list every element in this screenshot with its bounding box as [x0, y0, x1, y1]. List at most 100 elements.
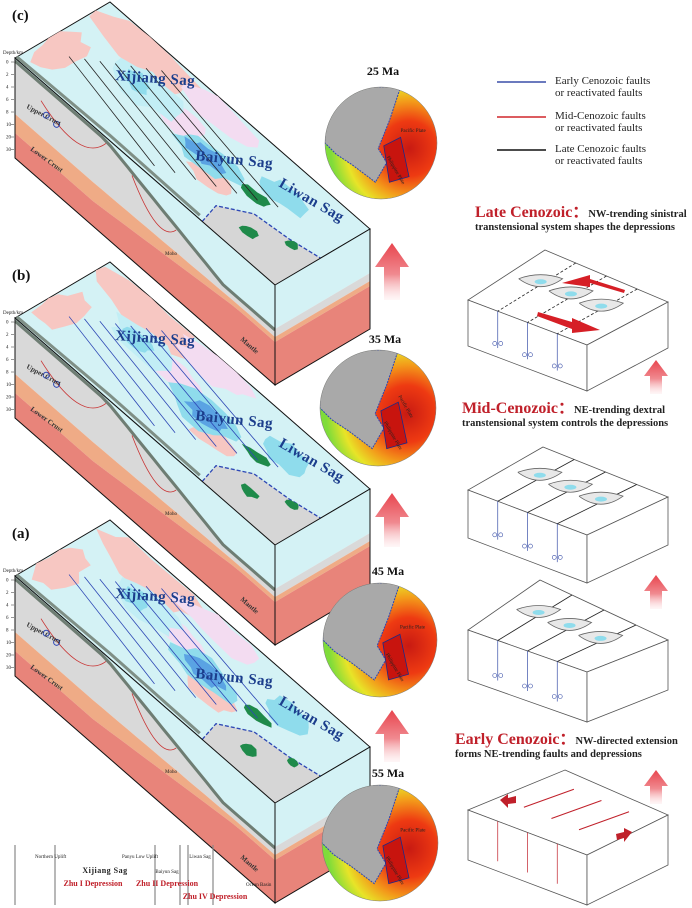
stage-heading: Early Cenozoic：NW-directed extension	[455, 731, 678, 748]
mantle-layer	[275, 286, 370, 385]
fault-line	[99, 60, 197, 180]
upward-time-arrow	[644, 360, 668, 394]
fault-trace	[497, 594, 573, 641]
detachment-fault	[40, 100, 107, 149]
upward-time-arrow	[644, 575, 668, 609]
legend-text: or reactivated faults	[555, 155, 642, 167]
schematic-blocks	[466, 249, 670, 906]
uplift-area	[31, 291, 92, 330]
depth-tick-label: 8	[6, 629, 9, 634]
fault-line	[161, 70, 279, 208]
strike-slip-symbol	[42, 629, 50, 637]
strike-slip-symbol	[557, 363, 563, 369]
uplift-area	[31, 547, 91, 590]
panel-label: (a)	[12, 526, 30, 542]
cot-boundary-line	[201, 722, 321, 777]
globe-surface	[322, 785, 438, 901]
globe-surface	[325, 87, 437, 199]
mantle-layer	[15, 133, 275, 385]
fault-line	[145, 327, 258, 461]
oceanic-area	[202, 465, 321, 545]
strike-slip-symbol	[498, 341, 504, 346]
fault-line	[84, 576, 176, 692]
volcanic-body	[238, 225, 259, 240]
strike-slip-symbol	[522, 683, 527, 689]
lower-crust-layer	[15, 114, 275, 342]
block-diagram-c	[14, 1, 371, 387]
globe-surface	[320, 350, 436, 466]
eurasia-continent	[323, 583, 401, 681]
stage-title: Mid-Cenozoic：	[462, 400, 574, 417]
depocenter	[594, 496, 607, 502]
stage-desc: transtensional system controls the depre…	[462, 418, 668, 429]
depth-tick-label: 4	[6, 86, 9, 91]
globe-surface	[323, 583, 437, 697]
depth-tick-label: 0	[6, 321, 9, 326]
depth-axis-label: Depth/km	[3, 51, 23, 56]
lower-crust-layer	[15, 374, 275, 602]
depocenter	[533, 472, 546, 478]
fault-line	[68, 56, 155, 167]
pacific-plate-label: Pacific Plate	[400, 626, 426, 631]
extension-arrow	[500, 794, 516, 808]
stage-desc: transtensional system shapes the depress…	[475, 222, 675, 233]
sag-label: Xijiang Sag	[115, 586, 196, 608]
depth-tick-label: 20	[6, 136, 12, 141]
stage-title: Early Cenozoic：	[455, 731, 575, 748]
block-side	[586, 814, 669, 906]
depth-tick-label: 10	[6, 123, 12, 128]
low-uplift-area	[174, 333, 257, 399]
depression-label: Zhu II Depression	[136, 879, 199, 888]
depth-tick-label: 20	[6, 654, 12, 659]
depth-tick-label: 6	[6, 616, 9, 621]
section-unit-label: Panyu Low Uplift	[122, 855, 159, 860]
sediment-layer	[275, 273, 370, 337]
volcanic-body	[241, 443, 271, 467]
panel-label: (c)	[12, 8, 29, 24]
moho-label: Moho	[165, 512, 177, 517]
strike-slip-symbol	[522, 543, 527, 549]
schematic-block-mid	[467, 579, 670, 723]
strike-slip-symbol	[53, 380, 61, 388]
water-layer	[275, 229, 370, 329]
depth-tick-label: 4	[6, 346, 9, 351]
depth-tick-label: 2	[6, 333, 9, 338]
legend-text: Early Cenozoic faults	[555, 75, 650, 87]
fault-line	[68, 316, 155, 427]
xijiang-depocenter	[120, 586, 149, 612]
fault-line	[130, 325, 238, 454]
upward-time-arrow	[644, 770, 668, 804]
globe-outline	[324, 86, 438, 200]
depth-tick-label: 20	[6, 396, 12, 401]
strike-slip-symbol	[42, 111, 50, 119]
block-diagrams	[14, 1, 371, 905]
depth-tick-label: 10	[6, 641, 12, 646]
depth-tick-label: 8	[6, 371, 9, 376]
sinistral-arrow	[537, 312, 600, 333]
strike-slip-symbol	[528, 543, 533, 549]
ocean-basin-label: Ocean Basin	[246, 883, 272, 888]
volcanic-body	[239, 743, 257, 757]
stage-desc: forms NE-trending faults and depressions	[455, 749, 642, 760]
detachment-fault	[40, 618, 107, 667]
depth-tick-label: 0	[6, 61, 9, 66]
section-unit-label: Liwan Sag	[189, 855, 211, 860]
globe-outline	[321, 784, 439, 902]
age-label: 45 Ma	[372, 564, 404, 578]
strike-slip-symbol	[528, 352, 533, 358]
depocenter	[564, 484, 577, 490]
fault-line	[114, 581, 217, 705]
detachment-fault	[131, 435, 177, 493]
end-face-outline	[274, 228, 371, 386]
strike-slip-symbol	[492, 673, 498, 678]
oceanic-area	[202, 205, 321, 285]
oceanic-crust-layer	[275, 281, 370, 342]
fault-line	[114, 323, 217, 447]
sediment-layer	[275, 533, 370, 597]
low-uplift-area	[171, 591, 260, 665]
